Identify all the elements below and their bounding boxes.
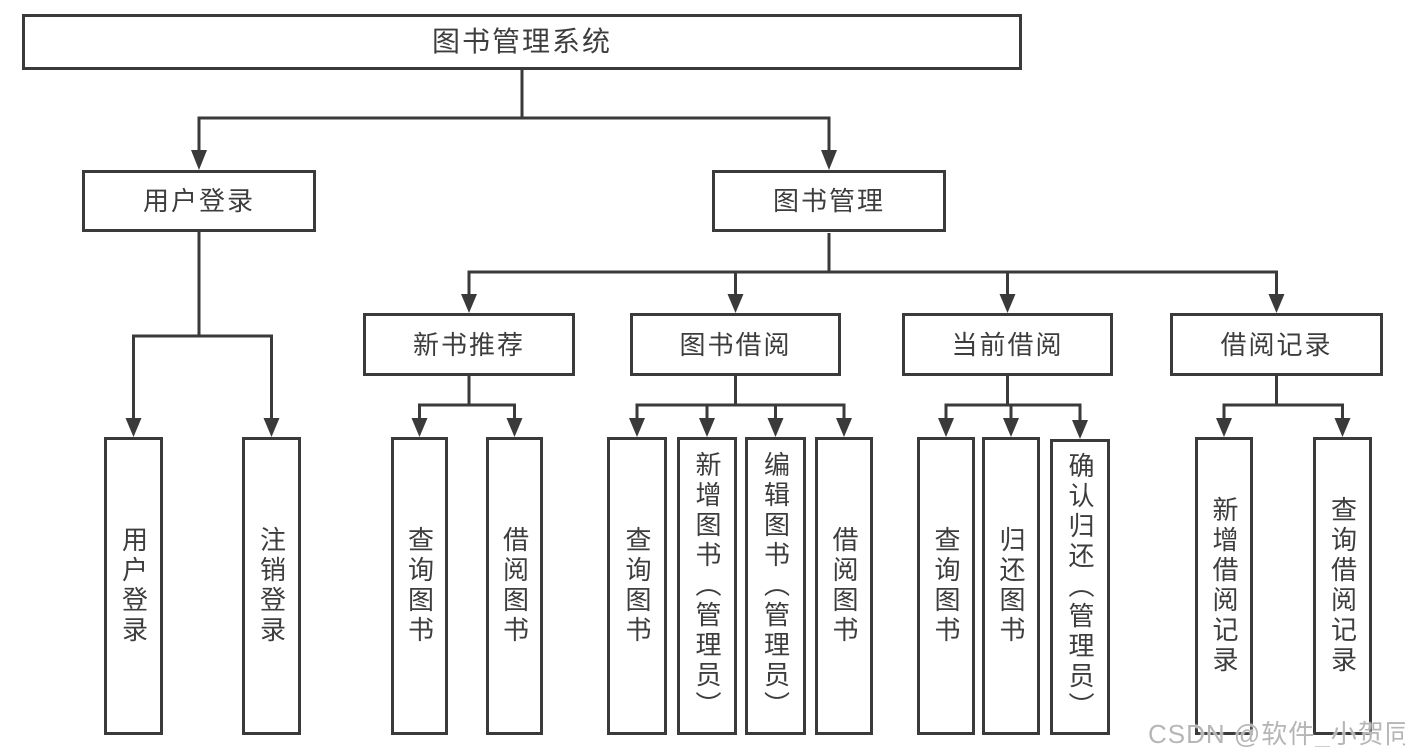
arrowhead [1268, 294, 1285, 313]
arrowhead [999, 294, 1016, 313]
arrowhead [1334, 418, 1351, 437]
node-user-login: 用户登录 [82, 170, 316, 232]
leaf-confirm-return-admin: 确认归还（管理员） [1050, 439, 1110, 735]
arrowhead [461, 294, 477, 313]
arrowhead [836, 418, 852, 437]
connector-user-login-branch [132, 232, 273, 421]
connector-root-to-level1 [197, 70, 831, 153]
arrowhead [263, 418, 280, 437]
leaf-logout: 注销登录 [242, 437, 301, 735]
connector-current-borrow-branch [944, 376, 1082, 423]
node-library-management-system: 图书管理系统 [22, 14, 1022, 70]
leaf-user-login: 用户登录 [104, 437, 163, 735]
arrowhead [125, 418, 142, 437]
arrowhead [821, 150, 837, 170]
node-book-borrow: 图书借阅 [630, 313, 841, 376]
connector-book-borrow-branch [635, 376, 846, 421]
arrowhead [699, 418, 715, 437]
arrowhead [1003, 418, 1019, 437]
leaf-borrow-book-recommend: 借阅图书 [486, 437, 543, 735]
leaf-add-borrow-record: 新增借阅记录 [1195, 437, 1253, 735]
leaf-return-book: 归还图书 [982, 437, 1040, 735]
leaf-edit-book-admin: 编辑图书（管理员） [745, 437, 806, 735]
arrowhead [191, 150, 207, 170]
leaf-query-book-recommend: 查询图书 [391, 437, 448, 735]
leaf-borrow-book: 借阅图书 [815, 437, 873, 735]
node-new-book-recommend: 新书推荐 [363, 313, 575, 376]
node-book-management: 图书管理 [712, 170, 946, 232]
arrowhead [938, 418, 954, 437]
arrowhead [629, 418, 645, 437]
leaf-query-borrow-record: 查询借阅记录 [1313, 437, 1372, 735]
arrowhead [411, 418, 428, 437]
node-borrow-record: 借阅记录 [1170, 313, 1383, 376]
connector-new-book-recommend-branch [418, 376, 516, 421]
arrowhead [767, 418, 784, 437]
arrowhead [1072, 420, 1088, 439]
csdn-watermark: CSDN @软件_小贺同学 [1148, 719, 1405, 747]
leaf-query-book-current: 查询图书 [917, 437, 975, 735]
arrowhead [1216, 418, 1232, 437]
leaf-add-book-admin: 新增图书（管理员） [677, 437, 737, 735]
leaf-query-book-borrow: 查询图书 [607, 437, 667, 735]
connector-borrow-record-branch [1222, 376, 1344, 421]
arrowhead [506, 418, 523, 437]
connector-book-management-to-level2 [467, 233, 1278, 296]
node-current-borrow: 当前借阅 [902, 313, 1113, 376]
arrowhead [727, 294, 744, 313]
